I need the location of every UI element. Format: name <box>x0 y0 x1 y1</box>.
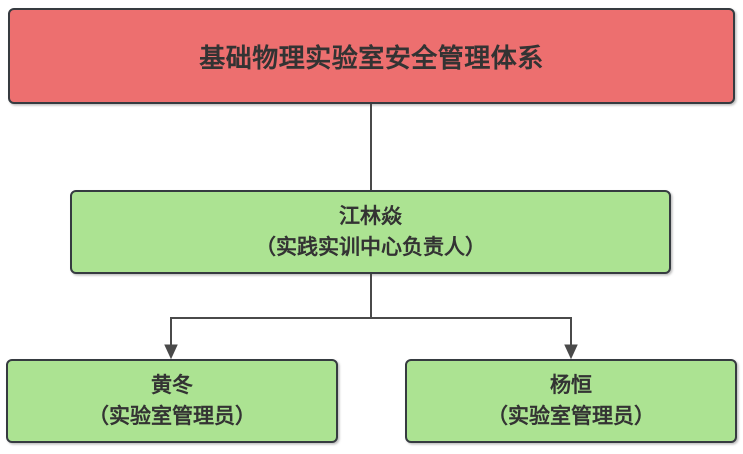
staff-node-left: 黄冬 （实验室管理员） <box>6 359 338 443</box>
arrowhead-left <box>164 344 178 360</box>
arrowhead-right <box>564 344 578 360</box>
title-node: 基础物理实验室安全管理体系 <box>8 8 735 104</box>
staff-name: 杨恒 <box>550 374 592 397</box>
diagram-title: 基础物理实验室安全管理体系 <box>199 42 544 73</box>
manager-node: 江林焱 （实践实训中心负责人） <box>70 190 671 274</box>
staff-role: （实验室管理员） <box>88 405 256 428</box>
staff-name: 黄冬 <box>151 374 193 397</box>
manager-role: （实践实训中心负责人） <box>255 236 486 259</box>
manager-name: 江林焱 <box>339 205 402 228</box>
staff-node-right: 杨恒 （实验室管理员） <box>405 359 737 443</box>
staff-role: （实验室管理员） <box>487 405 655 428</box>
